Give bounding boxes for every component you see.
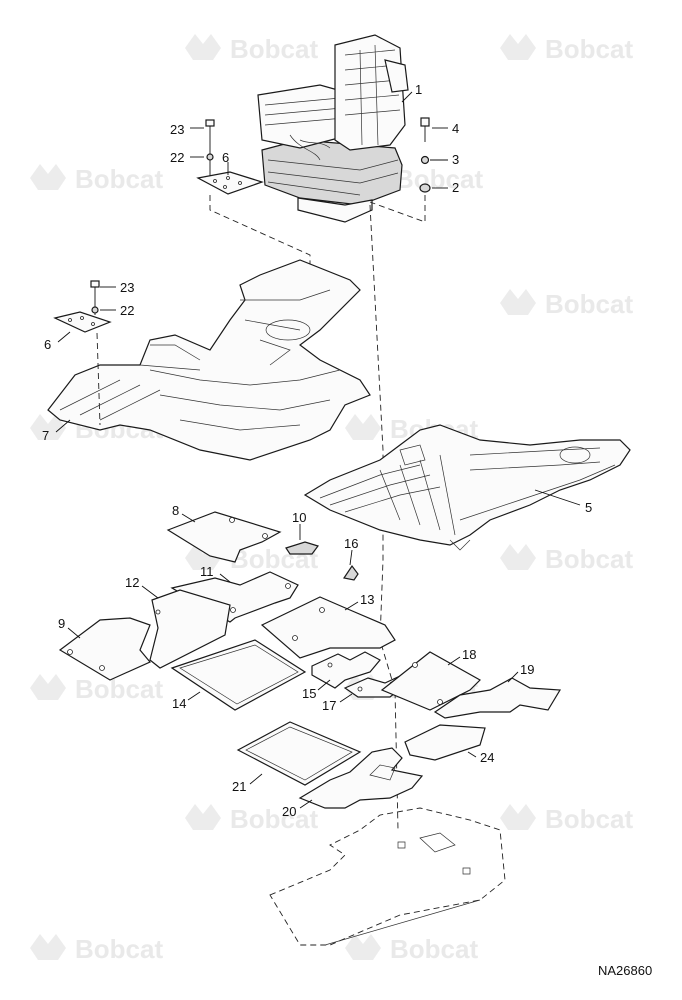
callout-23-top: 23 [170, 122, 184, 137]
anchor-plate-left [53, 280, 112, 426]
mat-24 [404, 724, 486, 761]
dash-seat-to-floor [369, 204, 399, 831]
seat-fasteners [369, 117, 431, 223]
callout-19: 19 [520, 662, 534, 677]
watermark-text: Bobcat [75, 674, 163, 704]
watermark: Bobcat [345, 934, 478, 964]
callout-13: 13 [360, 592, 374, 607]
mat-15 [311, 651, 381, 689]
callout-18: 18 [462, 647, 476, 662]
anchor-plate-top [196, 119, 311, 270]
callout-22-top: 22 [170, 150, 184, 165]
watermark-text: Bobcat [545, 34, 633, 64]
callout-24: 24 [480, 750, 494, 765]
watermark-text: Bobcat [390, 934, 478, 964]
seat-assembly [257, 34, 409, 223]
callout-17: 17 [322, 698, 336, 713]
callout-10: 10 [292, 510, 306, 525]
watermark: Bobcat [30, 934, 163, 964]
mat-8 [166, 511, 282, 563]
callout-11: 11 [200, 564, 214, 579]
watermark: Bobcat [500, 289, 633, 319]
watermark-text: Bobcat [545, 804, 633, 834]
callout-21: 21 [232, 779, 246, 794]
mat-11 [170, 571, 299, 623]
watermark-text: Bobcat [75, 164, 163, 194]
mat-9 [58, 617, 151, 681]
watermark: Bobcat [500, 544, 633, 574]
callout-8: 8 [172, 503, 179, 518]
callout-6-left: 6 [44, 337, 51, 352]
watermark-text: Bobcat [545, 544, 633, 574]
callout-20: 20 [282, 804, 296, 819]
mat-13 [260, 596, 396, 659]
watermark-text: Bobcat [395, 164, 483, 194]
mat-14 [170, 639, 307, 711]
mat-18 [380, 651, 481, 711]
watermark: Bobcat [500, 804, 633, 834]
mat-20 [298, 747, 424, 809]
figure-reference: NA26860 [598, 963, 652, 978]
callout-1: 1 [415, 82, 422, 97]
cab-floor-outline [269, 807, 506, 946]
callout-2: 2 [452, 180, 459, 195]
watermark: Bobcat [185, 804, 318, 834]
watermark-text: Bobcat [545, 289, 633, 319]
callout-6-top: 6 [222, 150, 229, 165]
callout-4: 4 [452, 121, 459, 136]
watermark: Bobcat [500, 34, 633, 64]
callout-23-left: 23 [120, 280, 134, 295]
callout-22-left: 22 [120, 303, 134, 318]
watermark: Bobcat [185, 34, 318, 64]
callout-9: 9 [58, 616, 65, 631]
callouts: 1 2 3 4 5 6 6 7 8 9 10 11 12 13 14 15 16 [42, 82, 592, 819]
callout-12: 12 [125, 575, 139, 590]
mat-19 [433, 677, 562, 719]
mat-21 [236, 721, 362, 786]
callout-14: 14 [172, 696, 186, 711]
callout-3: 3 [452, 152, 459, 167]
right-floor-mat [303, 424, 631, 551]
watermark: Bobcat [30, 674, 163, 704]
mat-10 [285, 541, 319, 555]
watermark-text: Bobcat [230, 34, 318, 64]
watermark-text: Bobcat [230, 804, 318, 834]
left-floor-mat [47, 259, 371, 461]
mat-16 [343, 564, 359, 581]
callout-16: 16 [344, 536, 358, 551]
watermark-text: Bobcat [75, 934, 163, 964]
callout-5: 5 [585, 500, 592, 515]
callout-7: 7 [42, 428, 49, 443]
mat-12 [149, 589, 231, 669]
watermark: Bobcat [30, 164, 163, 194]
callout-15: 15 [302, 686, 316, 701]
